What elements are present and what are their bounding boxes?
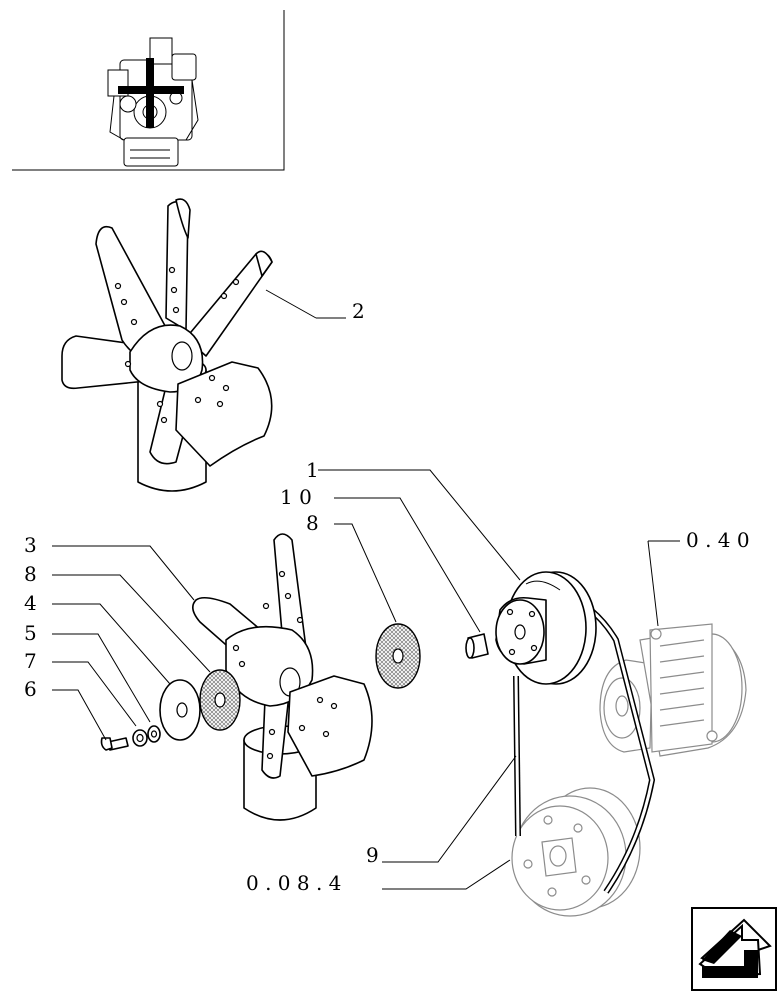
callout-9: 9 — [366, 843, 379, 867]
callout-1: 1 — [306, 458, 319, 482]
engine-thumbnail-with-plus-icon[interactable] — [12, 10, 285, 171]
spacer-pin — [465, 633, 489, 659]
leader-lines — [52, 289, 680, 890]
callout-7: 7 — [24, 649, 37, 673]
callout-10: 1 0 — [280, 485, 312, 509]
callout-2: 2 — [352, 299, 365, 323]
fan-assembly-top — [61, 198, 273, 492]
crankshaft-pulley-ghost — [511, 787, 641, 917]
callout-3: 3 — [24, 533, 37, 557]
callout-4: 4 — [24, 591, 37, 615]
bolt — [100, 737, 129, 751]
back-arrow-icon[interactable] — [691, 907, 777, 991]
fan-assembly-lower — [192, 533, 373, 821]
callout-8-lower: 8 — [24, 562, 37, 586]
water-pump-ghost — [599, 623, 747, 757]
callout-0-40: 0 . 4 0 — [686, 528, 750, 552]
callout-0-08-4: 0 . 0 8 . 4 — [246, 871, 341, 895]
fan-pulley — [495, 571, 597, 685]
callout-6: 6 — [24, 677, 37, 701]
callout-5: 5 — [24, 621, 37, 645]
callout-8-upper: 8 — [306, 511, 319, 535]
